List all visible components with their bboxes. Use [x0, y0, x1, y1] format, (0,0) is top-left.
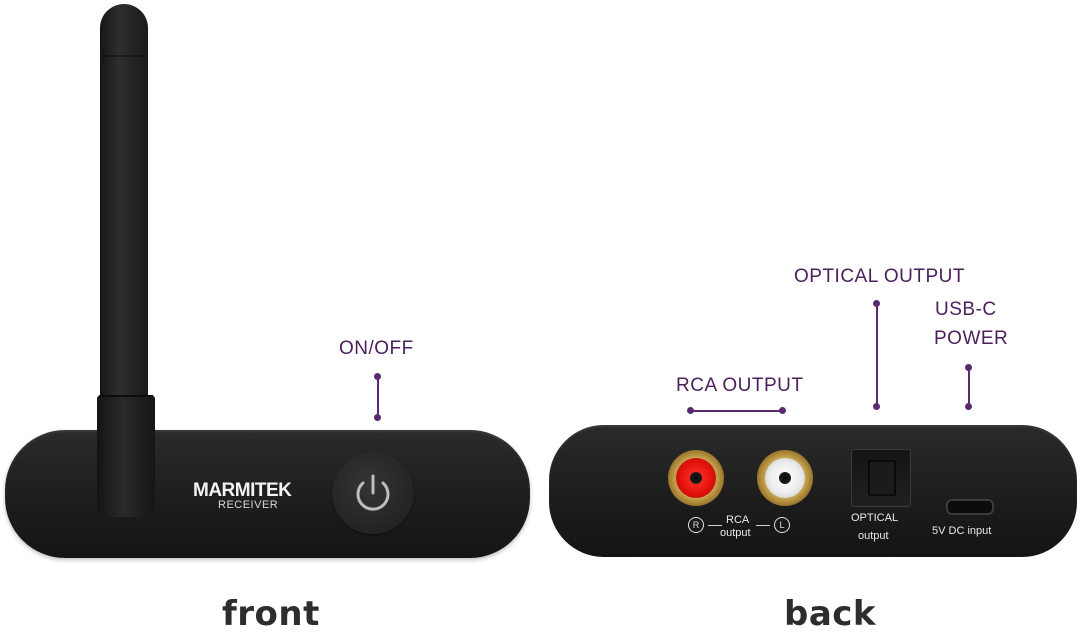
power-icon: [356, 474, 390, 511]
receiver-front-body: [5, 430, 530, 558]
power-button[interactable]: [332, 452, 414, 534]
callout-rca-line: [690, 410, 782, 412]
callout-rca-label: RCA OUTPUT: [676, 375, 804, 396]
rca-right-insulator: [676, 458, 716, 498]
rca-left-pin: [779, 472, 791, 484]
callout-optical-dot-bottom: [873, 403, 880, 410]
rca-panel-label-line1: RCA: [726, 514, 750, 526]
receiver-back-body: [549, 425, 1077, 557]
antenna-joint: [103, 55, 145, 57]
optical-panel-label-line1: OPTICAL: [851, 512, 899, 524]
callout-optical-line: [876, 303, 878, 407]
antenna-base: [97, 395, 155, 517]
front-view: MARMITEK RECEIVER ON/OFF front: [0, 0, 540, 634]
callout-optical-dot-top: [873, 300, 880, 307]
callout-onoff-line: [377, 376, 379, 418]
callout-usbc-dot-top: [965, 364, 972, 371]
caption-back: back: [784, 594, 877, 634]
antenna: [100, 4, 148, 404]
callout-optical-label: OPTICAL OUTPUT: [794, 266, 965, 287]
callout-usbc-dot-bottom: [965, 403, 972, 410]
brand-logo: MARMITEK: [193, 480, 292, 501]
optical-panel-label-line2: output: [858, 530, 889, 542]
callout-usbc-label-line2: POWER: [934, 328, 1009, 349]
callout-usbc-line: [968, 367, 970, 407]
callout-onoff-dot-bottom: [374, 414, 381, 421]
optical-port: [851, 449, 911, 507]
rca-label-line-right: [756, 525, 770, 526]
usbc-port: [946, 499, 994, 515]
rca-right-pin: [690, 472, 702, 484]
brand-subtitle: RECEIVER: [218, 499, 279, 511]
callout-rca-dot-left: [687, 407, 694, 414]
usbc-panel-label: 5V DC input: [932, 525, 992, 537]
rca-right-jack: [668, 450, 724, 506]
callout-rca-dot-right: [779, 407, 786, 414]
rca-label-line-left: [708, 525, 722, 526]
optical-port-shutter: [868, 460, 896, 496]
rca-left-insulator: [765, 458, 805, 498]
callout-usbc-label-line1: USB-C: [935, 299, 997, 320]
antenna-base-seam: [99, 395, 153, 397]
rca-left-jack: [757, 450, 813, 506]
callout-onoff-label: ON/OFF: [339, 338, 414, 359]
rca-right-symbol: R: [688, 517, 704, 533]
rca-panel-label-line2: output: [720, 527, 751, 539]
rca-left-symbol: L: [774, 517, 790, 533]
caption-front: front: [222, 594, 320, 634]
